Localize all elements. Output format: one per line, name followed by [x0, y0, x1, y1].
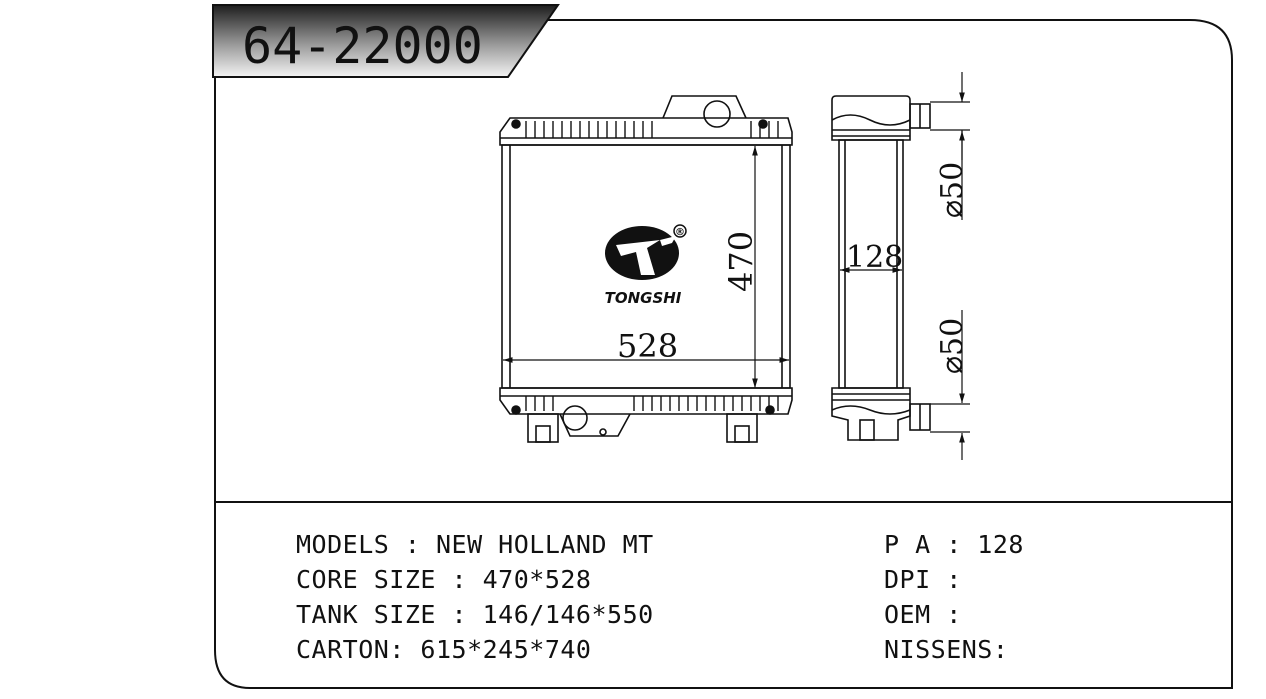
filler-cap — [703, 100, 731, 128]
width-dimension: 528 — [617, 327, 678, 365]
height-dimension: 470 — [722, 231, 760, 292]
inlet-diameter: ⌀50 — [935, 162, 970, 218]
tongshi-logo: ® TONGSHI — [605, 224, 687, 307]
drain-plug — [562, 405, 588, 431]
registered-mark: ® — [675, 227, 685, 238]
left-mount-bracket — [527, 413, 559, 443]
spec-tank-size: TANK SIZE : 146/146*550 — [296, 600, 654, 629]
outlet-diameter-dim — [930, 310, 970, 460]
depth-dimension: 128 — [846, 240, 903, 275]
outlet-diameter: ⌀50 — [935, 318, 970, 374]
sheet-frame — [214, 19, 1233, 689]
right-mount-bracket — [726, 413, 758, 443]
part-number: 64-22000 — [242, 17, 483, 75]
spec-models: MODELS : NEW HOLLAND MT — [296, 530, 654, 559]
spec-carton: CARTON: 615*245*740 — [296, 635, 592, 664]
spec-core-size: CORE SIZE : 470*528 — [296, 565, 592, 594]
radiator-front-view — [499, 95, 793, 443]
spec-nissens: NISSENS: — [884, 635, 1009, 664]
inlet-diameter-dim — [930, 72, 970, 220]
part-number-banner — [212, 4, 560, 78]
radiator-side-view — [831, 95, 931, 441]
spec-pa: P A : 128 — [884, 530, 1024, 559]
spec-oem: OEM : — [884, 600, 962, 629]
brand-name: TONGSHI — [605, 289, 682, 307]
spec-dpi: DPI : — [884, 565, 962, 594]
